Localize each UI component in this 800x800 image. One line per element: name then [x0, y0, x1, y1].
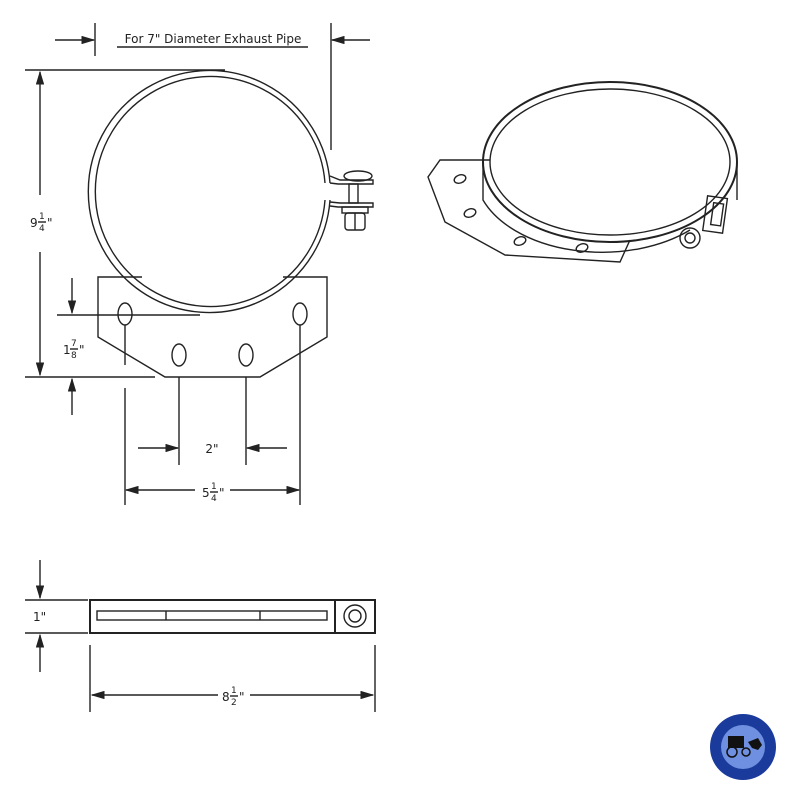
svg-text:": ": [47, 216, 53, 230]
front-view: [87, 69, 374, 378]
svg-text:": ": [79, 343, 85, 357]
hole-spacing-dimensions: 2" 5 1 4 ": [124, 325, 301, 505]
svg-text:1: 1: [63, 343, 71, 357]
svg-text:2": 2": [205, 442, 218, 456]
svg-text:9: 9: [30, 216, 38, 230]
svg-text:8: 8: [71, 351, 77, 361]
svg-text:": ": [239, 690, 245, 704]
overall-length-dimension: 8 1 2 ": [89, 645, 376, 712]
svg-text:5: 5: [202, 486, 210, 500]
svg-text:4: 4: [211, 494, 217, 504]
band-width-dimension: 1": [25, 560, 88, 672]
svg-text:": ": [219, 486, 225, 500]
isometric-view: [427, 81, 738, 263]
svg-text:4: 4: [39, 224, 45, 234]
base-height-dimension: 1 7 8 ": [57, 278, 200, 415]
side-view: [89, 599, 376, 634]
title-label: For 7" Diameter Exhaust Pipe: [125, 32, 302, 46]
svg-text:1: 1: [39, 212, 45, 222]
width-dimension: For 7" Diameter Exhaust Pipe: [55, 23, 370, 150]
svg-text:2: 2: [231, 698, 237, 708]
svg-text:1: 1: [231, 686, 237, 696]
brand-logo: [710, 714, 776, 780]
svg-text:8: 8: [222, 690, 230, 704]
height-dimension: 9 1 4 ": [25, 69, 225, 378]
svg-text:7: 7: [71, 339, 77, 349]
svg-text:1": 1": [33, 610, 46, 624]
svg-text:1: 1: [211, 482, 217, 492]
